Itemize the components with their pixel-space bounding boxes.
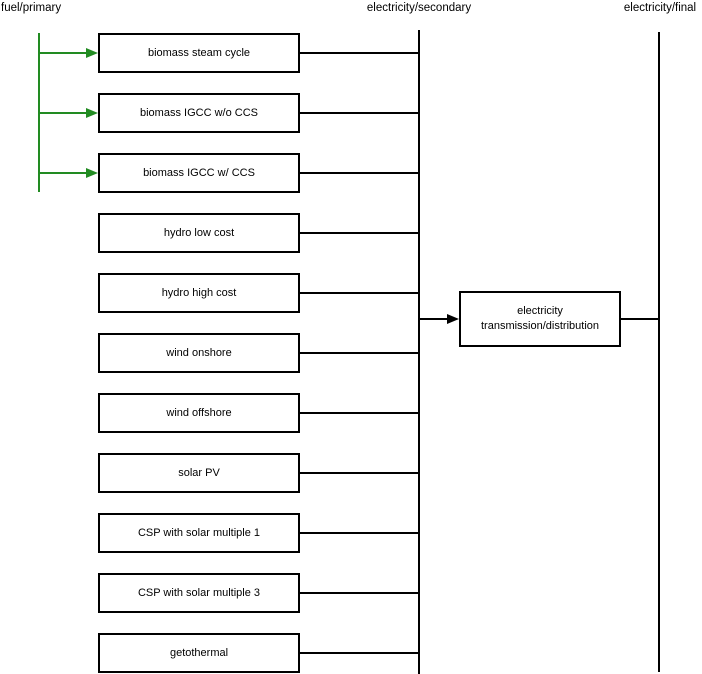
connector-csp-solar-multiple-3: [300, 592, 419, 594]
connector-biomass-igcc-w-ccs: [300, 172, 419, 174]
connector-wind-onshore: [300, 352, 419, 354]
connector-csp-solar-multiple-1: [300, 532, 419, 534]
node-wind-offshore: wind offshore: [98, 393, 300, 433]
node-biomass-igcc-w-ccs: biomass IGCC w/ CCS: [98, 153, 300, 193]
transmission-arrow-head: [447, 314, 459, 324]
node-label: solar PV: [178, 467, 220, 479]
connector-biomass-igcc-wo-ccs: [300, 112, 419, 114]
connector-hydro-low-cost: [300, 232, 419, 234]
connector-wind-offshore: [300, 412, 419, 414]
node-label-line1: electricity: [517, 305, 563, 317]
column-label-electricity-final: electricity/final: [623, 2, 697, 14]
fuel-arrow-head-biomass-igcc-wo-ccs: [86, 108, 98, 118]
node-label: biomass steam cycle: [147, 47, 251, 59]
electricity-secondary-bus-line: [418, 30, 420, 674]
node-wind-onshore: wind onshore: [98, 333, 300, 373]
node-label: hydro low cost: [163, 227, 235, 239]
connector-solar-pv: [300, 472, 419, 474]
node-electricity-transmission-distribution: electricity transmission/distribution: [459, 291, 621, 347]
connector-getothermal: [300, 652, 419, 654]
node-label: CSP with solar multiple 1: [137, 527, 261, 539]
column-label-electricity-secondary: electricity/secondary: [366, 2, 472, 14]
column-label-fuel-primary: fuel/primary: [1, 2, 62, 14]
node-hydro-high-cost: hydro high cost: [98, 273, 300, 313]
connector-biomass-steam-cycle: [300, 52, 419, 54]
node-label: wind onshore: [166, 347, 232, 359]
connector-hydro-high-cost: [300, 292, 419, 294]
node-label: CSP with solar multiple 3: [137, 587, 261, 599]
node-label-line2: transmission/distribution: [481, 320, 599, 332]
fuel-arrow-head-biomass-steam-cycle: [86, 48, 98, 58]
node-csp-solar-multiple-1: CSP with solar multiple 1: [98, 513, 300, 553]
node-biomass-steam-cycle: biomass steam cycle: [98, 33, 300, 73]
node-label: hydro high cost: [161, 287, 237, 299]
node-solar-pv: solar PV: [98, 453, 300, 493]
connector-transmission-to-final: [621, 318, 658, 320]
node-getothermal: getothermal: [98, 633, 300, 673]
electricity-final-bus-line: [658, 32, 660, 672]
node-csp-solar-multiple-3: CSP with solar multiple 3: [98, 573, 300, 613]
node-label: getothermal: [169, 647, 229, 659]
fuel-arrow-line-biomass-igcc-wo-ccs: [38, 112, 87, 114]
node-label: wind offshore: [166, 407, 232, 419]
node-biomass-igcc-wo-ccs: biomass IGCC w/o CCS: [98, 93, 300, 133]
node-label: biomass IGCC w/ CCS: [143, 167, 255, 179]
node-hydro-low-cost: hydro low cost: [98, 213, 300, 253]
fuel-arrow-head-biomass-igcc-w-ccs: [86, 168, 98, 178]
fuel-arrow-line-biomass-steam-cycle: [38, 52, 87, 54]
transmission-arrow-line: [419, 318, 448, 320]
node-label: biomass IGCC w/o CCS: [140, 107, 258, 119]
fuel-arrow-line-biomass-igcc-w-ccs: [38, 172, 87, 174]
